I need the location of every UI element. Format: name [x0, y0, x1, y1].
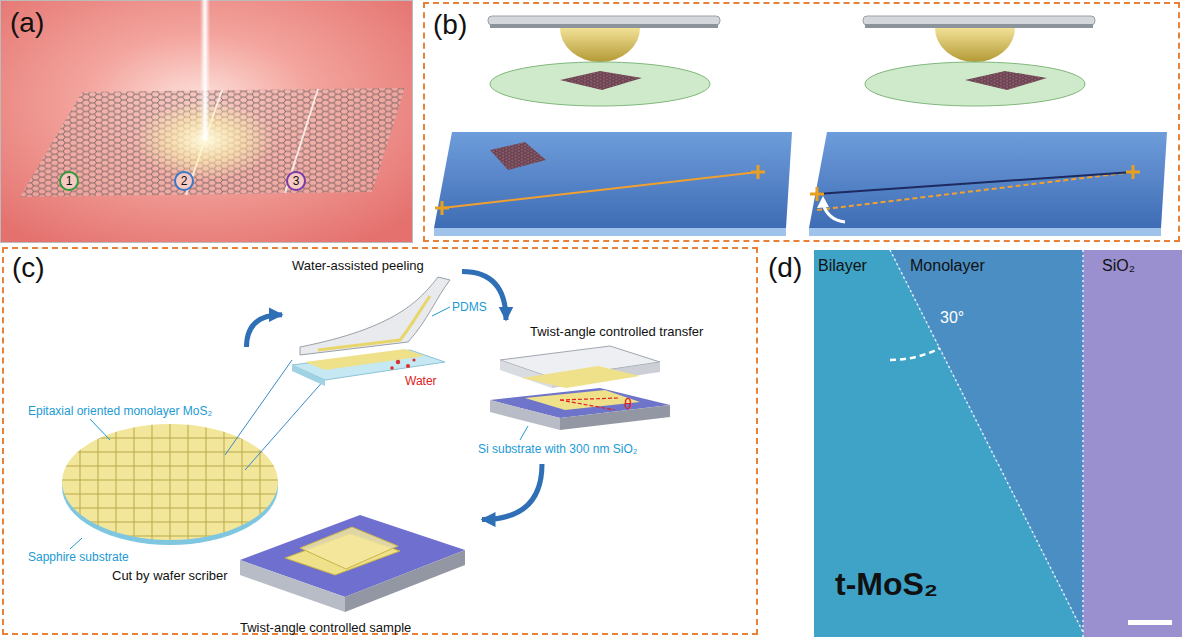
process-step: Water-assisted peeling [282, 254, 462, 389]
panel-label: (d) [768, 251, 802, 285]
pdms-block-side [500, 360, 552, 388]
callout-number: 3 [293, 174, 300, 188]
panel: (d) Bilayer Monolayer SiO₂ [762, 247, 1182, 637]
rotated-line [817, 172, 1133, 194]
water-drop [406, 364, 410, 368]
material-label: Epitaxial oriented monolayer MoS₂ [28, 404, 212, 418]
callout-number: 2 [181, 174, 188, 188]
step-label: Water-assisted peeling [292, 258, 424, 274]
edge-line [1082, 250, 1084, 637]
callout-circle: 2 [174, 171, 194, 191]
mos2-layer [300, 527, 398, 569]
region-band: Bilayer [815, 255, 870, 277]
leader-line [70, 538, 82, 549]
lattice-pattern [20, 88, 405, 197]
sapphire-edge [292, 365, 325, 386]
material-label: Water [405, 374, 437, 388]
bilayer-region [814, 250, 1083, 637]
flake [560, 71, 642, 90]
region-band: SiO₂ [1099, 255, 1138, 277]
process-step: Twist-angle controlled sample [177, 490, 482, 637]
water-drop [412, 358, 415, 361]
scale-bar [1128, 620, 1172, 625]
angle-label: 30° [940, 308, 964, 327]
rotation-arrow-head [817, 196, 829, 208]
angle-arc [890, 348, 940, 360]
cut-line [285, 89, 318, 193]
guide-line [245, 379, 325, 470]
alignment-line [817, 172, 1133, 210]
angle-symbol: θ [624, 396, 632, 413]
pdms-sheet [300, 277, 450, 355]
mos2-bottom-layer [525, 390, 640, 410]
step-label: Twist-angle controlled transfer [530, 324, 703, 340]
flow-arrow [482, 464, 542, 520]
material-label: Sapphire substrate [28, 550, 129, 564]
flake [965, 71, 1047, 90]
flow-arrow [247, 315, 283, 347]
laser-cut-scene [1, 0, 413, 243]
optical-image [814, 250, 1182, 637]
callout-number: 1 [66, 174, 73, 188]
region-label: SiO₂ [1102, 256, 1135, 275]
material-label: PDMS [452, 300, 487, 314]
panel: (a) 1 2 3 [0, 0, 413, 243]
panel-ground [1, 1, 413, 243]
alignment-line [442, 172, 758, 208]
step-label: Cut by wafer scriber [112, 568, 228, 584]
alignment-mark [435, 165, 765, 215]
peeled-film [318, 296, 430, 350]
callout-circle: 3 [286, 171, 306, 191]
panel-label: (b) [433, 8, 467, 42]
flake [490, 142, 546, 170]
panel-label: (c) [12, 251, 45, 285]
water-drop [390, 366, 394, 370]
water-drop [396, 360, 400, 364]
laser-beam [200, 0, 210, 140]
alignment-mark [810, 165, 1140, 201]
panel-label: (a) [10, 6, 44, 40]
leader-line [432, 307, 450, 316]
region-label: Monolayer [910, 256, 985, 275]
mos2-top-layer [522, 366, 640, 388]
material-label: Si substrate with 300 nm SiO₂ [478, 442, 637, 456]
transfer-stage-scene [434, 16, 1167, 236]
stage-right [809, 16, 1167, 236]
step-label: Twist-angle controlled sample [240, 620, 411, 636]
angle-line [560, 400, 615, 410]
angle-line [560, 398, 618, 400]
substrate-region [1083, 250, 1182, 637]
region-band: Monolayer [907, 255, 988, 277]
leader-line [90, 419, 110, 440]
guide-line [225, 360, 292, 455]
sample-label: t-MoS₂ [835, 565, 938, 603]
leader-line [520, 426, 528, 440]
stage-left [434, 16, 792, 236]
region-label: Bilayer [818, 256, 867, 275]
panel: (b) [423, 2, 1180, 242]
wafer-grid [60, 420, 280, 545]
panel: (c) Cut by wafer scriber Water-assisted pe… [2, 247, 758, 635]
lattice-sheet [20, 88, 405, 197]
callout-circle: 1 [59, 171, 79, 191]
